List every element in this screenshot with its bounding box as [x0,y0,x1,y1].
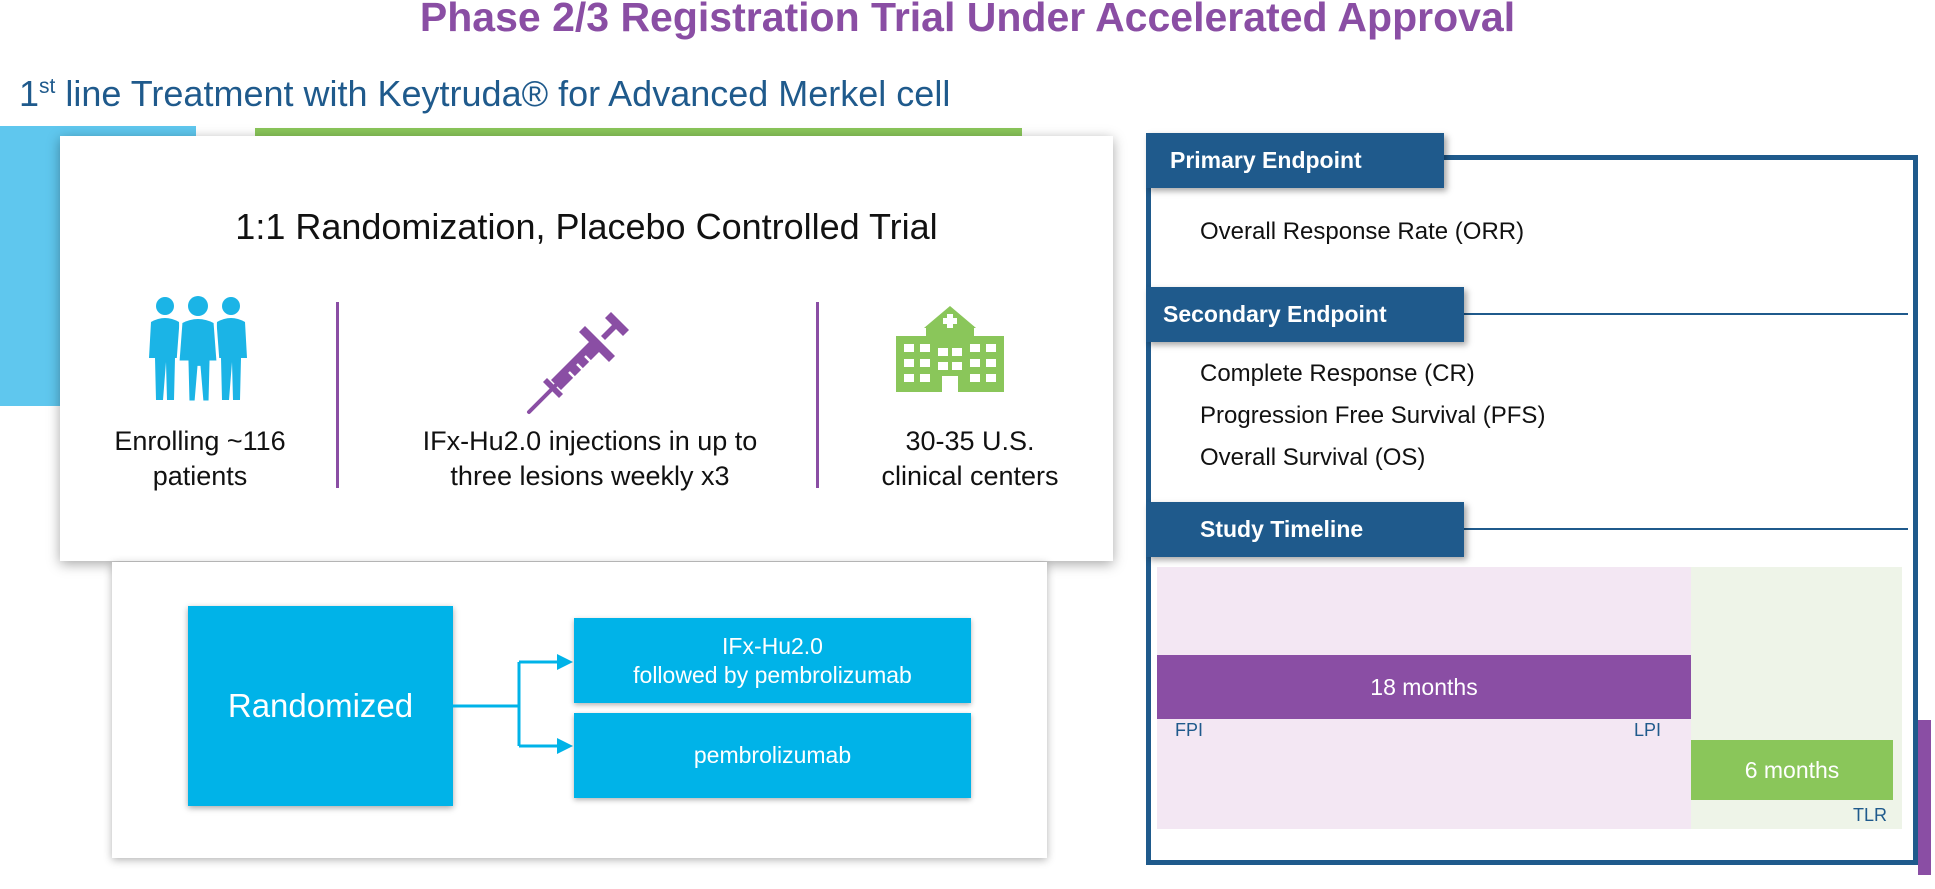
feature-centers: 30-35 U.S. clinical centers [850,424,1090,494]
arm-pembrolizumab-box: pembrolizumab [574,713,971,798]
randomization-arrows [453,654,573,754]
feature-centers-line2: clinical centers [881,461,1059,491]
decorative-purple-edge [1918,720,1931,875]
feature-enrollment-line2: patients [152,461,248,491]
label-fpi: FPI [1175,720,1204,740]
subtitle-rest: line Treatment with Keytruda® for Advanc… [55,73,951,114]
endpoint-pfs: Progression Free Survival (PFS) [1200,402,1546,429]
endpoint-cr: Complete Response (CR) [1200,360,1475,387]
study-timeline-tab: Study Timeline [1146,502,1464,557]
feature-enrollment-line1: Enrolling ~116 [114,426,286,456]
arm-ifx-box: IFx-Hu2.0 followed by pembrolizumab [574,618,971,703]
page-subtitle: 1st line Treatment with Keytruda® for Ad… [19,73,950,115]
feature-injections-line1: IFx-Hu2.0 injections in up to [422,426,758,456]
endpoint-orr: Overall Response Rate (ORR) [1200,218,1525,245]
secondary-divider-line [1444,313,1908,315]
primary-endpoint-tab: Primary Endpoint [1146,133,1444,188]
timeline-divider-line [1444,528,1908,530]
feature-centers-line1: 30-35 U.S. [905,426,1035,456]
timeline-bar-18-months: 18 months [1157,655,1691,719]
people-icon [149,296,247,402]
arm-ifx-line1: IFx-Hu2.0 [722,632,823,659]
card-heading: 1:1 Randomization, Placebo Controlled Tr… [235,206,938,247]
timeline-bar-6-months: 6 months [1691,740,1893,800]
page-title: Phase 2/3 Registration Trial Under Accel… [419,0,1516,40]
subtitle-sup: st [39,75,56,98]
feature-enrollment: Enrolling ~116 patients [80,424,320,494]
endpoint-os: Overall Survival (OS) [1200,444,1426,471]
syringe-icon [527,312,629,414]
trial-design-card: 1:1 Randomization, Placebo Controlled Tr… [60,136,1113,561]
arm-ifx-text: IFx-Hu2.0 followed by pembrolizumab [633,632,912,690]
divider-2 [816,302,819,488]
label-tlr: TLR [1853,805,1888,825]
feature-injections-line2: three lesions weekly x3 [450,461,730,491]
label-lpi: LPI [1634,720,1662,740]
hospital-icon [896,306,1004,392]
secondary-endpoint-tab: Secondary Endpoint [1146,287,1464,342]
divider-1 [336,302,339,488]
decorative-green-line [255,128,1022,136]
arm-ifx-line2: followed by pembrolizumab [633,661,912,688]
feature-injections: IFx-Hu2.0 injections in up to three lesi… [390,424,790,494]
randomized-box: Randomized [188,606,453,806]
subtitle-prefix: 1 [19,73,40,114]
